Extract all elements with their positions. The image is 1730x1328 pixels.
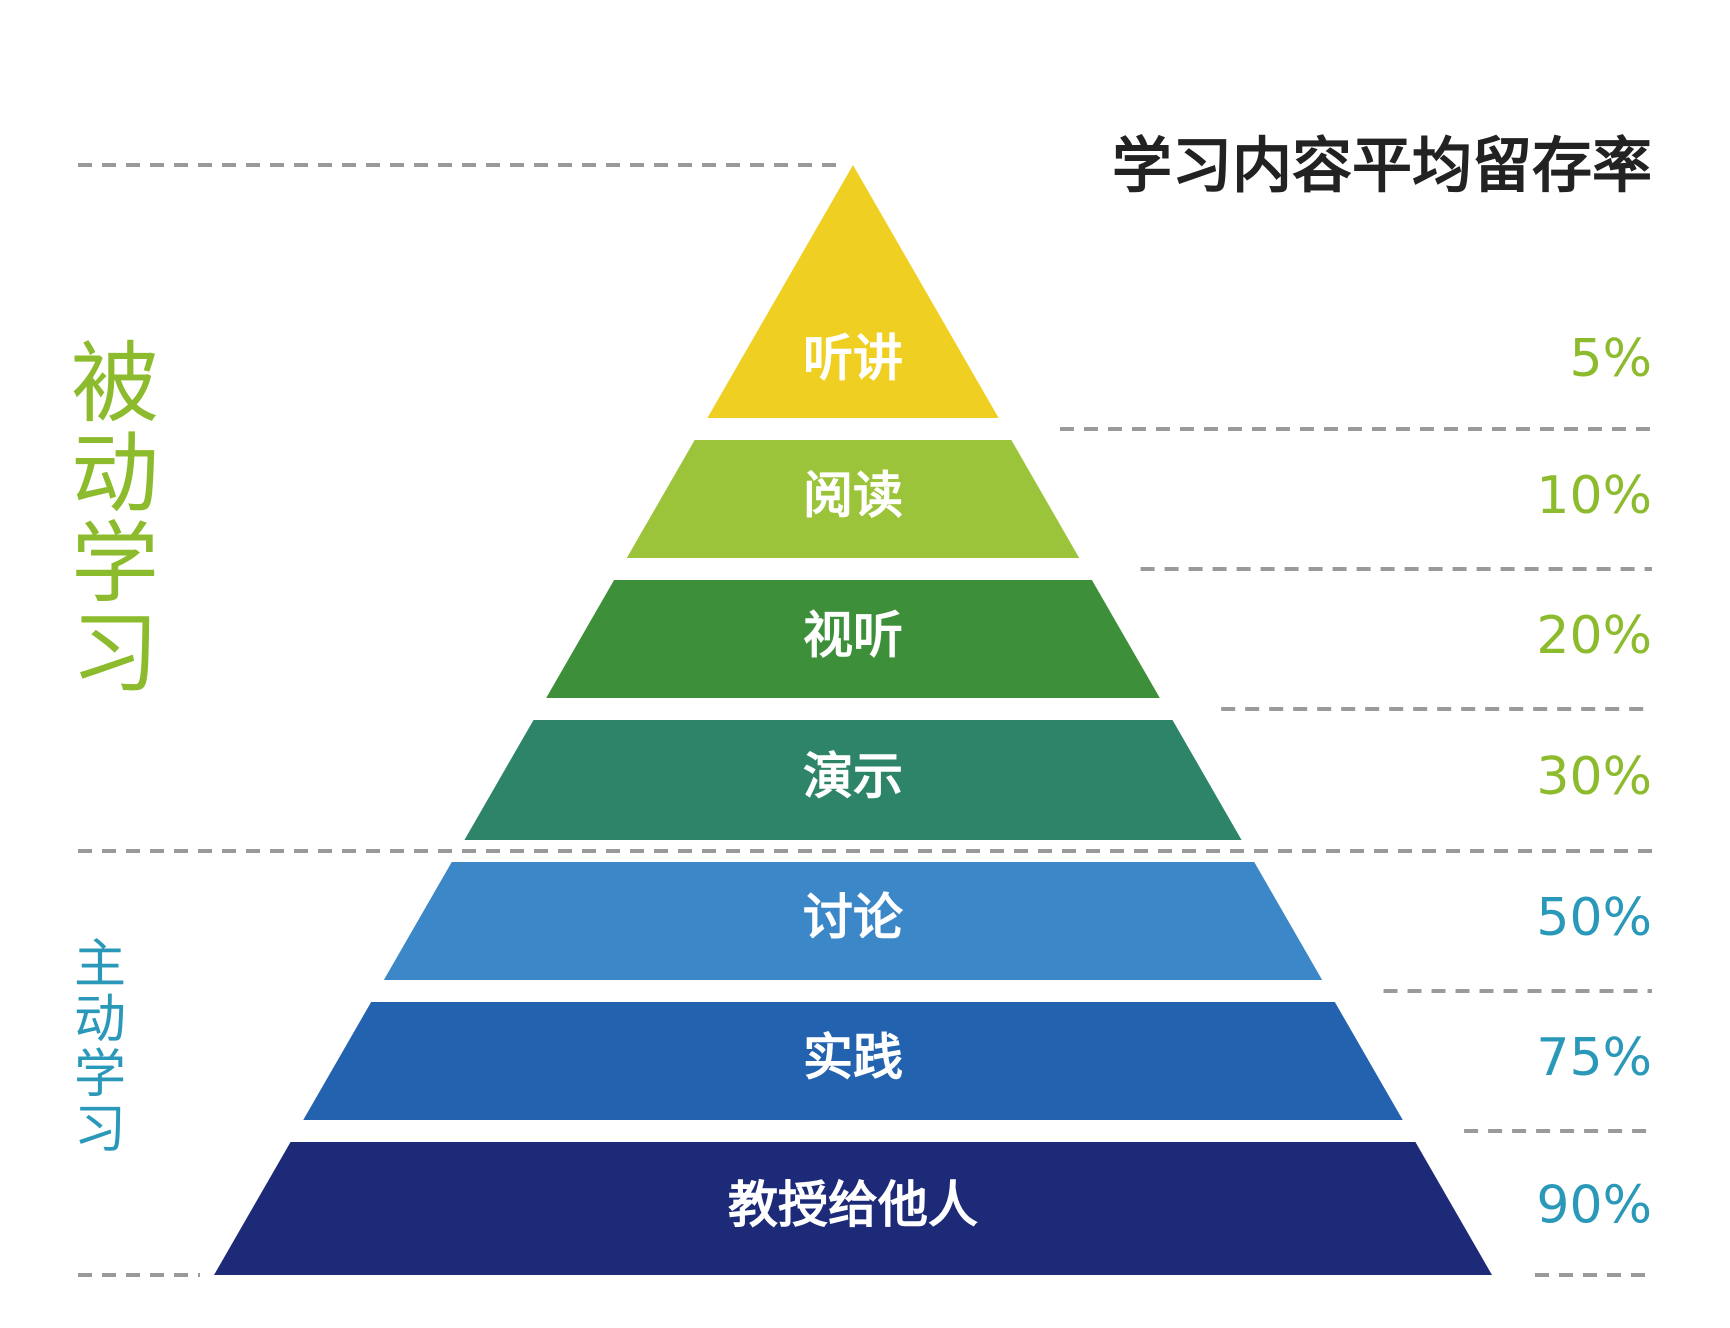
retention-percent: 10% (1536, 466, 1652, 526)
pyramid-layer-label: 视听 (803, 607, 903, 665)
side-label-char: 习 (71, 602, 159, 705)
retention-percent: 5% (1570, 329, 1653, 389)
pyramid-layer: 视听 (546, 580, 1160, 698)
pyramid-layer-shape (383, 862, 1323, 980)
side-label-char: 学 (74, 1045, 126, 1105)
pyramid-layer: 实践 (303, 1002, 1403, 1120)
pyramid-layer: 演示 (464, 720, 1242, 840)
chart-title: 学习内容平均留存率 (1112, 132, 1652, 202)
pyramid-layer-shape (707, 165, 999, 418)
retention-percent: 50% (1536, 888, 1652, 948)
pyramid-layer-shape (546, 580, 1160, 698)
pyramid-layer: 讨论 (383, 862, 1323, 980)
side-label-char: 学 (71, 512, 159, 615)
pyramid-layer: 听讲 (707, 165, 999, 418)
pyramid-layer-label: 听讲 (803, 330, 903, 388)
pyramid-layer-shape (464, 720, 1242, 840)
side-label-char: 被 (71, 332, 159, 435)
pyramid-layer-shape (303, 1002, 1403, 1120)
dashed-guide-lines (78, 163, 1652, 1277)
pyramid-layer-label: 演示 (803, 748, 903, 806)
side-label-char: 动 (71, 422, 159, 525)
pyramid-layer-shape (626, 440, 1080, 558)
side-label-char: 习 (74, 1100, 126, 1160)
retention-percent: 30% (1536, 747, 1652, 807)
pyramid-layer: 阅读 (626, 440, 1080, 558)
side-label-char: 动 (74, 990, 126, 1050)
side-label-char: 主 (74, 935, 126, 995)
retention-percent: 20% (1536, 606, 1652, 666)
retention-percent: 90% (1536, 1176, 1652, 1236)
pyramid-layer: 教授给他人 (214, 1142, 1492, 1275)
pyramid-layer-shape (214, 1142, 1492, 1275)
pyramid-layer-label: 讨论 (803, 889, 904, 947)
pyramid-layer-label: 实践 (803, 1029, 903, 1087)
retention-percent-column: 5% 10% 20% 30% 50% 75% 90% (1536, 329, 1652, 1236)
retention-percent: 75% (1536, 1028, 1652, 1088)
pyramid-layer-label: 阅读 (803, 467, 903, 525)
pyramid-layer-label: 教授给他人 (728, 1176, 978, 1234)
